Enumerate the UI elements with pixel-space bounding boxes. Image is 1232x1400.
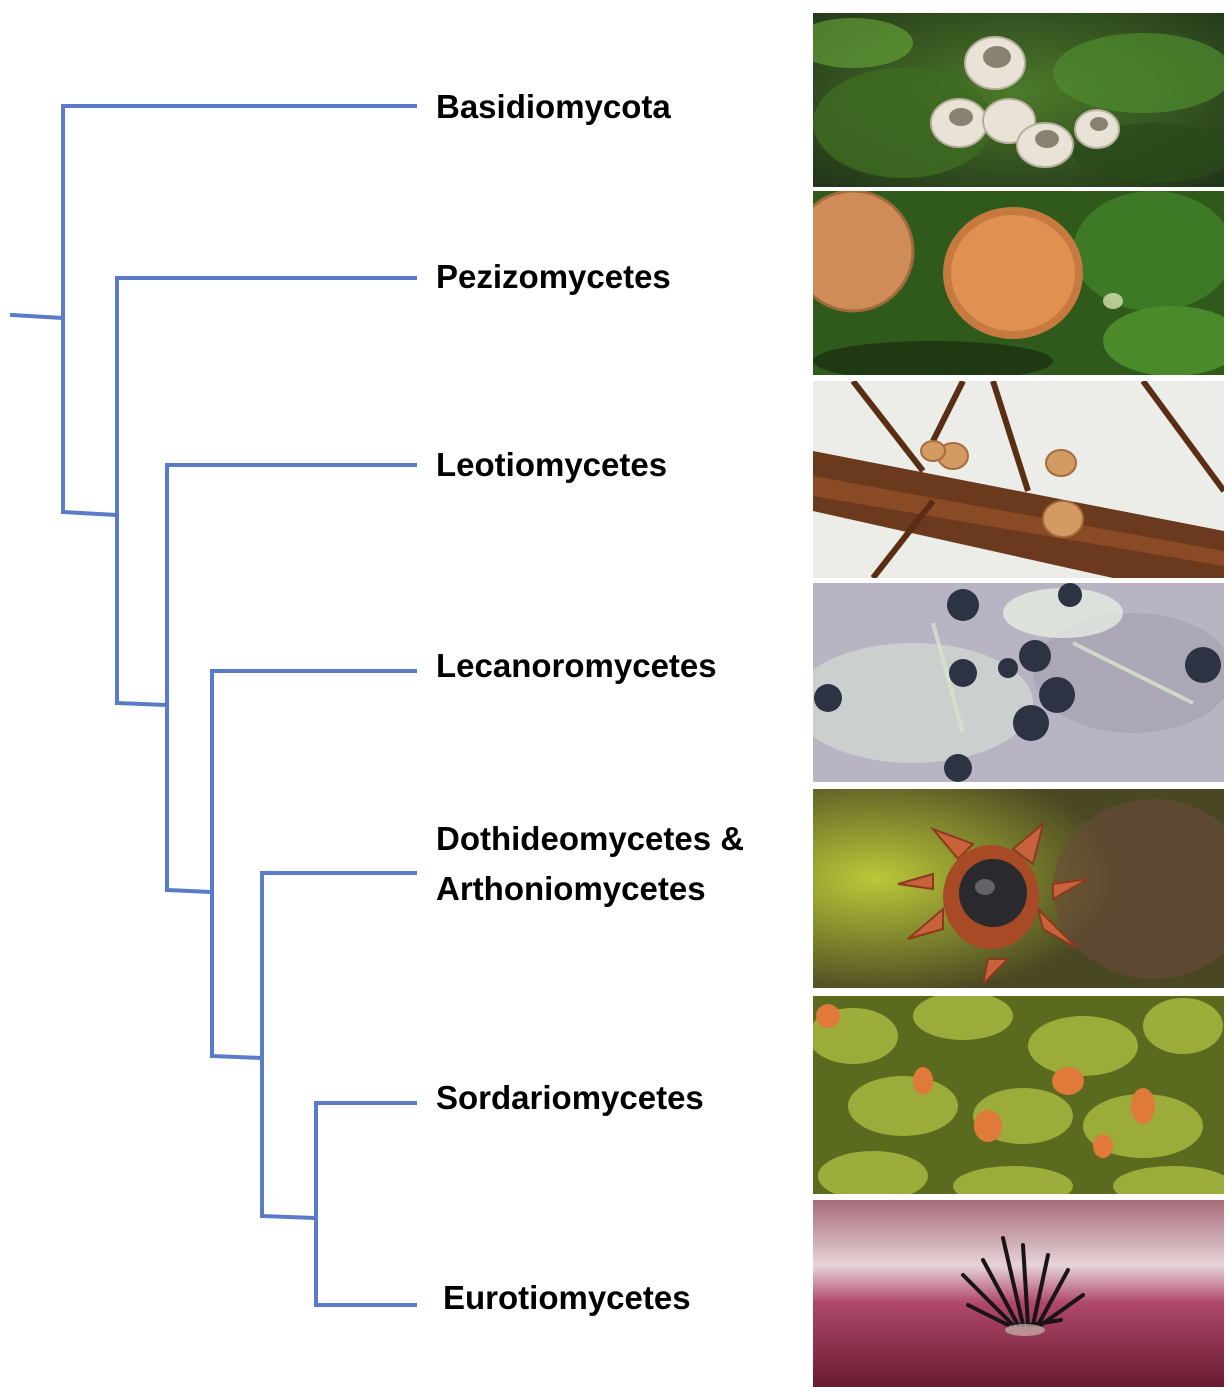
taxon-label-dothideomycetes: Dothideomycetes & — [436, 820, 745, 857]
phylogenetic-tree — [9, 104, 417, 1307]
photo-eurotiomycetes — [813, 1200, 1224, 1387]
tree-branch-stem-5 — [259, 1213, 319, 1221]
tree-branch-lecanoromycetes — [210, 669, 417, 1058]
taxon-label-lecanoromycetes: Lecanoromycetes — [436, 647, 717, 684]
photo-basidiomycota — [813, 13, 1224, 187]
tree-branch-stem-2 — [114, 700, 170, 708]
taxon-label-leotiomycetes: Leotiomycetes — [436, 446, 668, 483]
taxon-label-arthoniomycetes: Arthoniomycetes — [436, 870, 706, 907]
photo-leotiomycetes — [813, 381, 1224, 578]
photo-lecanoromycetes — [813, 583, 1224, 782]
tree-root-branch — [9, 312, 66, 321]
tree-branch-dothideomycetes — [260, 871, 417, 1218]
tree-branch-stem-1 — [60, 509, 120, 518]
taxon-label-pezizomycetes: Pezizomycetes — [436, 258, 671, 295]
photo-pezizomycetes — [813, 191, 1224, 375]
tree-branch-basidiomycota — [61, 104, 417, 514]
taxon-label-eurotiomycetes: Eurotiomycetes — [443, 1279, 691, 1316]
tree-branch-stem-4 — [209, 1053, 265, 1061]
taxon-label-sordariomycetes: Sordariomycetes — [436, 1079, 704, 1116]
tree-branch-stem-3 — [164, 887, 215, 895]
tree-branch-pezizomycetes — [115, 276, 417, 705]
taxon-label-basidiomycota: Basidiomycota — [436, 88, 671, 125]
tree-branch-leotiomycetes — [165, 463, 417, 892]
photo-sordariomycetes — [813, 996, 1224, 1194]
photo-dothideomycetes — [813, 789, 1224, 988]
tree-branch-sordariomycetes — [314, 1101, 417, 1307]
